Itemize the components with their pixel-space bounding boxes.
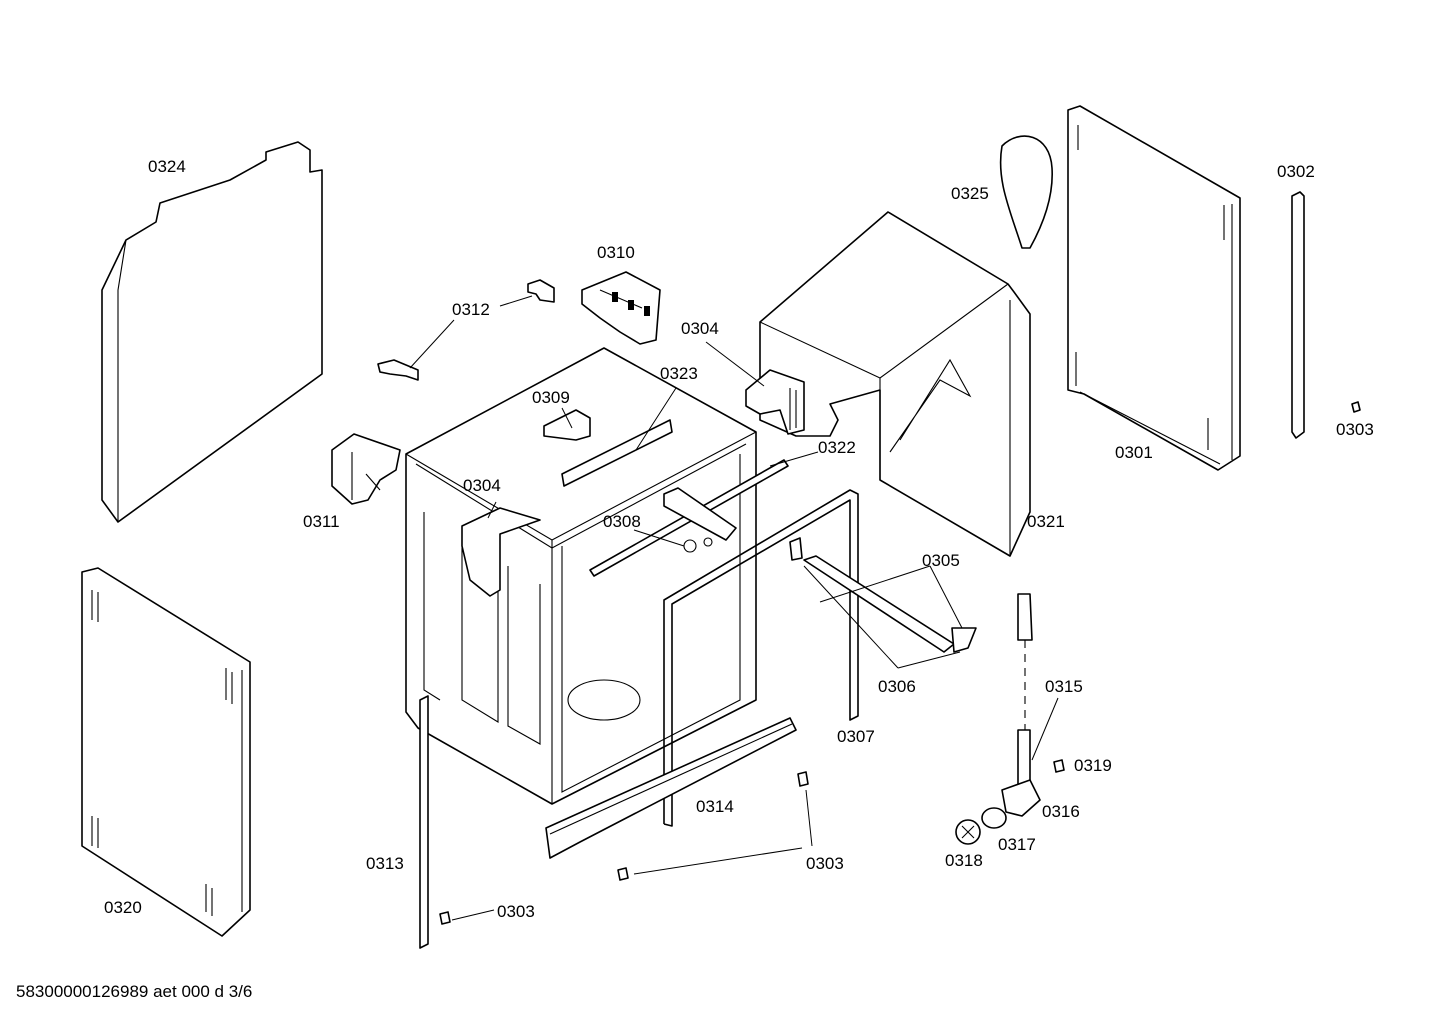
label-0305: 0305 <box>922 551 960 570</box>
part-0311-module <box>331 433 401 505</box>
part-0307-seal <box>663 489 859 827</box>
label-0304-upper: 0304 <box>681 319 719 338</box>
label-0316: 0316 <box>1042 802 1080 821</box>
part-0304-bracket-upper <box>745 369 805 435</box>
part-0303-screws <box>439 401 1361 925</box>
part-tub <box>405 347 757 805</box>
label-0323: 0323 <box>660 364 698 383</box>
part-0320-side-panel <box>81 567 251 937</box>
label-0321: 0321 <box>1027 512 1065 531</box>
part-0304-bracket-lower <box>461 507 541 597</box>
part-0314-base-plate <box>545 717 797 859</box>
label-0319: 0319 <box>1074 756 1112 775</box>
part-0301-side-panel <box>1067 105 1241 471</box>
label-0317: 0317 <box>998 835 1036 854</box>
part-0321-insulation <box>759 211 1031 557</box>
label-0313: 0313 <box>366 854 404 873</box>
label-0315: 0315 <box>1045 677 1083 696</box>
part-0308-hinge <box>663 487 737 553</box>
label-0303-mid: 0303 <box>806 854 844 873</box>
label-0304-lower: 0304 <box>463 476 501 495</box>
label-0303-right: 0303 <box>1336 420 1374 439</box>
label-0309: 0309 <box>532 388 570 407</box>
label-0318: 0318 <box>945 851 983 870</box>
label-0314: 0314 <box>696 797 734 816</box>
part-0305-rod <box>789 537 977 653</box>
label-0302: 0302 <box>1277 162 1315 181</box>
leader-lines <box>409 295 1059 921</box>
label-0324: 0324 <box>148 157 186 176</box>
part-0312-bracket <box>377 279 555 381</box>
label-0311: 0311 <box>303 512 340 531</box>
part-labels: 0324 0325 0302 0310 0312 0304 0323 0309 … <box>104 157 1374 921</box>
label-0322: 0322 <box>818 438 856 457</box>
label-0312: 0312 <box>452 300 490 319</box>
label-0306: 0306 <box>878 677 916 696</box>
part-0310-module <box>581 271 661 345</box>
part-0302-trim-strip <box>1291 191 1305 439</box>
label-0310: 0310 <box>597 243 635 262</box>
part-0318-cap <box>955 819 981 845</box>
label-0301: 0301 <box>1115 443 1153 462</box>
part-0317-ring <box>981 807 1007 829</box>
label-0303-bottom: 0303 <box>497 902 535 921</box>
part-0316-fitting <box>1001 779 1041 817</box>
label-0320: 0320 <box>104 898 142 917</box>
part-0325-insulation <box>999 135 1053 249</box>
label-0325: 0325 <box>951 184 989 203</box>
document-id: 58300000126989 aet 000 d 3/6 <box>16 982 252 1001</box>
part-0313-strip <box>419 695 429 949</box>
label-0307: 0307 <box>837 727 875 746</box>
label-0308: 0308 <box>603 512 641 531</box>
part-0324-panel <box>101 141 323 523</box>
part-0315-hose <box>1017 593 1033 791</box>
